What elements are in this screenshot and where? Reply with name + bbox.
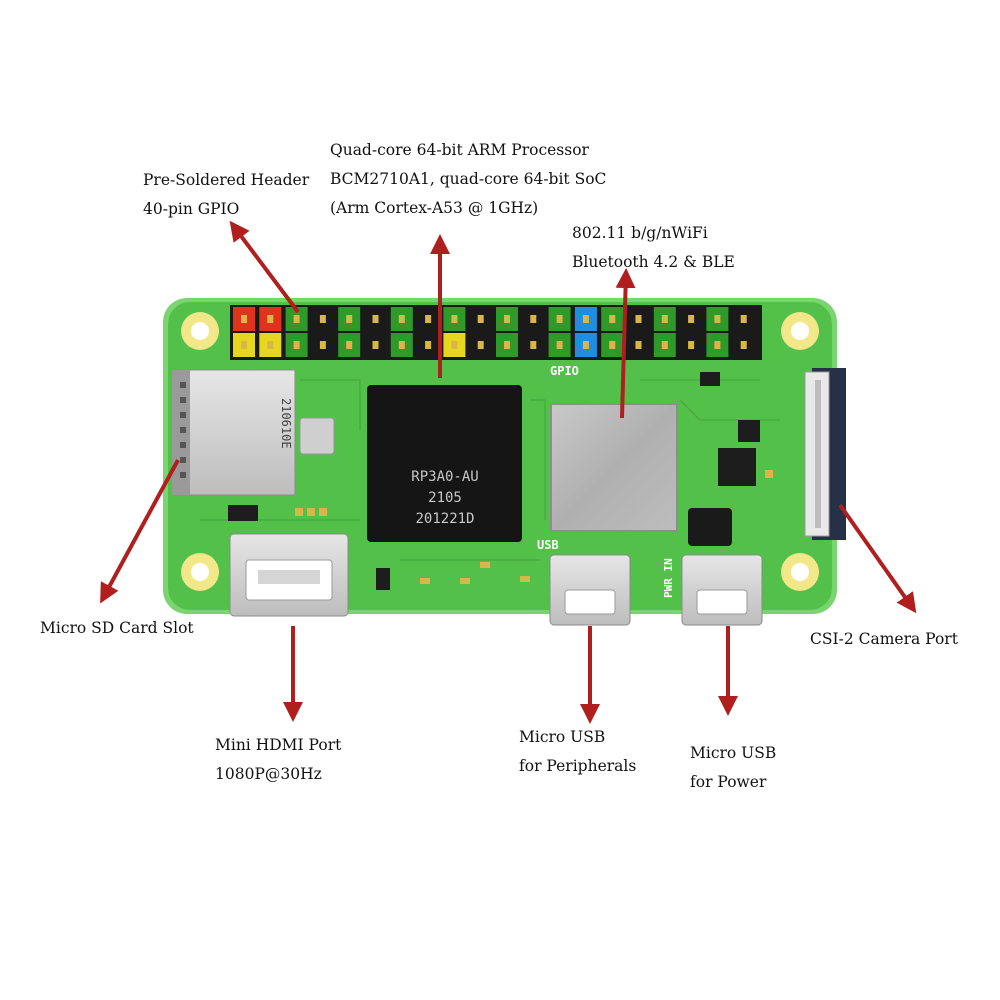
gpio-pin-tip bbox=[372, 341, 379, 349]
label-usb-power-line-1: Micro USB bbox=[690, 744, 777, 762]
gpio-pin-tip bbox=[398, 315, 405, 323]
wireless-arrow bbox=[615, 268, 636, 419]
sd-code-text: 210610E bbox=[279, 398, 293, 449]
gpio-pin-tip bbox=[688, 315, 695, 323]
gpio-pin-tip bbox=[346, 315, 353, 323]
gpio-pin-tip bbox=[293, 315, 300, 323]
camera-arrow bbox=[838, 503, 917, 614]
gpio-pin-tip bbox=[319, 315, 326, 323]
sd-card-arrow bbox=[100, 459, 180, 604]
soc-marking-line-3: 201221D bbox=[415, 511, 474, 527]
soc-marking-line-2: 2105 bbox=[428, 490, 462, 506]
gpio-pin-tip bbox=[661, 315, 668, 323]
gpio-pin-tip bbox=[319, 341, 326, 349]
gpio-pin-tip bbox=[688, 341, 695, 349]
gpio-pin-tip bbox=[582, 341, 589, 349]
small-components bbox=[228, 372, 773, 590]
gpio-pin-tip bbox=[582, 315, 589, 323]
gpio-silkscreen: GPIO bbox=[550, 364, 579, 378]
gpio-pin-tip bbox=[635, 341, 642, 349]
label-processor: Quad-core 64-bit ARM Processor BCM2710A1… bbox=[330, 136, 606, 223]
label-processor-line-3: (Arm Cortex-A53 @ 1GHz) bbox=[330, 199, 539, 217]
label-usb-power: Micro USB for Power bbox=[690, 739, 776, 797]
gpio-pin-tip bbox=[451, 341, 458, 349]
crystal bbox=[299, 417, 335, 455]
label-header-line-1: Pre-Soldered Header bbox=[143, 171, 310, 189]
gpio-header bbox=[230, 305, 762, 360]
label-hdmi-line-1: Mini HDMI Port bbox=[215, 736, 342, 754]
label-processor-line-2: BCM2710A1, quad-core 64-bit SoC bbox=[330, 170, 607, 188]
soc-chip: RP3A0-AU 2105 201221D bbox=[367, 385, 522, 542]
mini-hdmi-connector bbox=[229, 533, 349, 617]
usb-silkscreen: USB bbox=[537, 538, 559, 552]
gpio-pin-tip bbox=[530, 341, 537, 349]
label-usb-peripherals: Micro USB for Peripherals bbox=[519, 723, 636, 781]
gpio-pin-tip bbox=[477, 341, 484, 349]
label-sd-card: Micro SD Card Slot bbox=[40, 614, 194, 643]
wifi-shield bbox=[550, 403, 678, 532]
label-camera: CSI-2 Camera Port bbox=[810, 625, 958, 654]
label-hdmi: Mini HDMI Port 1080P@30Hz bbox=[215, 731, 341, 789]
label-wireless-line-1: 802.11 b/g/nWiFi bbox=[572, 224, 708, 242]
gpio-pin-tip bbox=[609, 315, 616, 323]
soc-marking-line-1: RP3A0-AU bbox=[411, 469, 478, 485]
label-wireless: 802.11 b/g/nWiFi Bluetooth 4.2 & BLE bbox=[572, 219, 735, 277]
label-usb-peripherals-line-2: for Peripherals bbox=[519, 757, 637, 775]
micro-usb-power-connector bbox=[681, 554, 763, 626]
callout-arrows bbox=[100, 220, 917, 724]
gpio-pin-tip bbox=[740, 315, 747, 323]
label-camera-line-1: CSI-2 Camera Port bbox=[810, 630, 958, 648]
label-usb-peripherals-line-1: Micro USB bbox=[519, 728, 606, 746]
pwr-in-silkscreen: PWR IN bbox=[662, 558, 675, 598]
label-hdmi-line-2: 1080P@30Hz bbox=[215, 765, 322, 783]
gpio-pin-tip bbox=[477, 315, 484, 323]
gpio-pin-tip bbox=[372, 315, 379, 323]
gpio-pin-tip bbox=[293, 341, 300, 349]
gpio-pin-tip bbox=[241, 315, 247, 323]
sd-card-slot: 210610E bbox=[172, 369, 296, 496]
gpio-pin-tip bbox=[425, 315, 432, 323]
gpio-pin-tip bbox=[661, 341, 668, 349]
label-header: Pre-Soldered Header 40-pin GPIO bbox=[143, 166, 309, 224]
mount-holes bbox=[181, 312, 819, 591]
label-header-line-2: 40-pin GPIO bbox=[143, 200, 240, 218]
micro-usb-peripherals-connector bbox=[549, 554, 631, 626]
gpio-pin-tip bbox=[714, 315, 721, 323]
gpio-pin-tip bbox=[635, 315, 642, 323]
gpio-pin-tip bbox=[425, 341, 432, 349]
gpio-pin-tip bbox=[556, 341, 563, 349]
gpio-pin-tip bbox=[241, 341, 247, 349]
label-sd-card-line-1: Micro SD Card Slot bbox=[40, 619, 194, 637]
gpio-pin-tip bbox=[398, 341, 405, 349]
gpio-pin-tip bbox=[451, 315, 458, 323]
label-usb-power-line-2: for Power bbox=[690, 773, 767, 791]
gpio-pin-tip bbox=[504, 341, 510, 349]
gpio-pin-tip bbox=[714, 341, 721, 349]
gpio-pin-tip bbox=[504, 315, 510, 323]
header-arrow bbox=[229, 220, 300, 314]
gpio-pin-tip bbox=[740, 341, 747, 349]
gpio-pin-tip bbox=[267, 341, 274, 349]
gpio-pin-tip bbox=[556, 315, 563, 323]
gpio-pin-tip bbox=[609, 341, 616, 349]
camera-connector bbox=[804, 368, 846, 540]
label-processor-line-1: Quad-core 64-bit ARM Processor bbox=[330, 141, 589, 159]
gpio-pin-tip bbox=[530, 315, 537, 323]
gpio-pin-tip bbox=[267, 315, 274, 323]
label-wireless-line-2: Bluetooth 4.2 & BLE bbox=[572, 253, 735, 271]
gpio-pin-tip bbox=[346, 341, 353, 349]
